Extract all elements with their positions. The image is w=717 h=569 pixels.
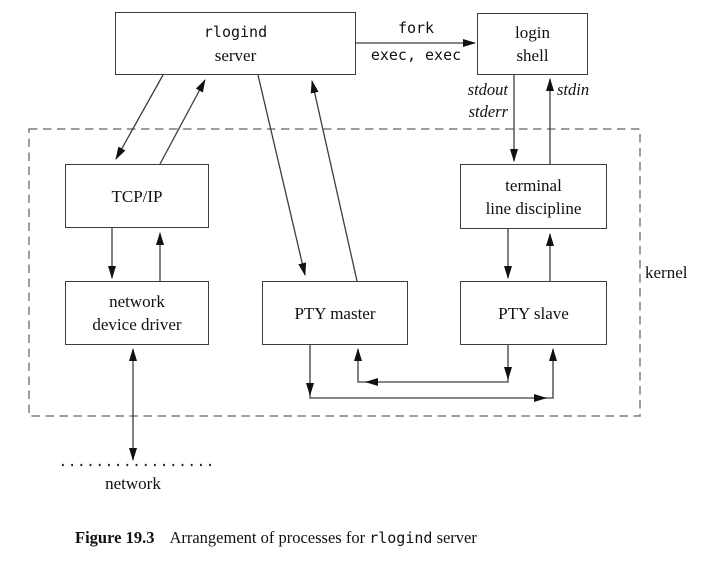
edge-ptymaster-to-ptyslave (309, 345, 557, 399)
caption-code: rlogind (369, 529, 433, 547)
caption-text: Arrangement of processes for (169, 528, 366, 547)
login-shell-line1: login (515, 23, 550, 42)
network-label: network (105, 474, 161, 493)
ndd-line2: device driver (92, 315, 182, 334)
rlogind-server-word: server (214, 45, 257, 65)
stdin-label: stdin (557, 80, 590, 99)
tcp-ip-label: TCP/IP (111, 186, 163, 206)
rlogind-server-name: rlogind (203, 22, 268, 41)
caption-tail: server (436, 528, 477, 547)
fork-label: fork (397, 19, 435, 37)
tld-line2: line discipline (485, 198, 582, 218)
box-login-shell: login shell (477, 13, 588, 75)
exec-exec-label: exec, exec (370, 46, 462, 64)
box-rlogind-server: rlogind server (115, 12, 356, 75)
pty-slave-label: PTY slave (498, 303, 569, 323)
kernel-boundary-dashed-box (28, 128, 641, 417)
edge-rlogind-to-tcpip (115, 74, 164, 160)
stdout-stderr-label: stdout stderr (420, 79, 508, 123)
edge-rlogind-to-ptymaster (257, 74, 307, 276)
edge-ptymaster-to-rlogind (310, 80, 358, 282)
box-pty-slave: PTY slave (460, 281, 607, 345)
ndd-line1: network (109, 292, 165, 311)
box-pty-master: PTY master (262, 281, 408, 345)
login-shell-line2: shell (516, 46, 549, 65)
pty-master-label: PTY master (294, 303, 376, 323)
caption-figure-number: Figure 19.3 (75, 528, 155, 547)
box-tcp-ip: TCP/IP (65, 164, 209, 228)
stdout-label: stdout (467, 80, 508, 99)
kernel-label: kernel (645, 263, 688, 282)
box-terminal-line-discipline: terminal line discipline (460, 164, 607, 229)
edge-ptyslave-to-ptymaster (354, 345, 509, 383)
tld-line1: terminal (505, 175, 562, 195)
stderr-label: stderr (468, 102, 508, 121)
edge-tcpip-to-rlogind (159, 79, 206, 165)
box-network-device-driver: network device driver (65, 281, 209, 345)
